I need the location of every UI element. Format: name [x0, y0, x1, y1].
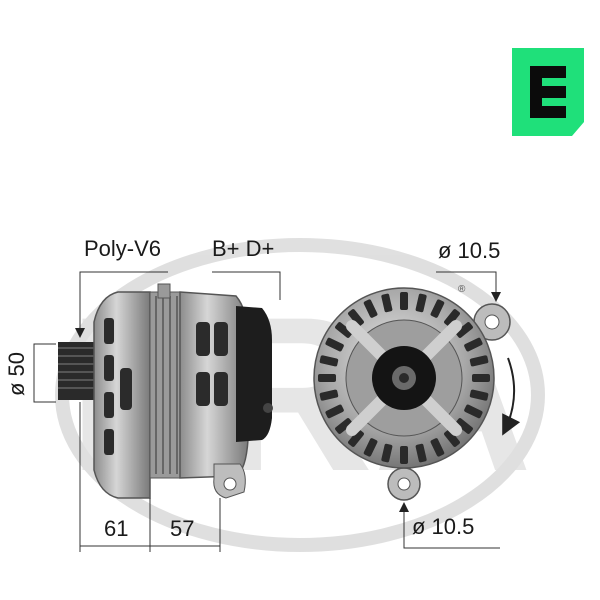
vent-slot	[400, 292, 408, 310]
alternator-side-view	[58, 283, 273, 499]
vent-slot	[325, 337, 344, 352]
svg-text:®: ®	[458, 284, 466, 295]
vent-slot	[469, 355, 489, 367]
era-logo-icon	[512, 48, 584, 136]
vent-slot	[455, 322, 473, 338]
pulley-diameter-label: ø 50	[4, 351, 29, 396]
vent-slot	[415, 293, 427, 313]
vent-slot	[381, 443, 393, 463]
dimension-57-label: 57	[170, 516, 195, 541]
vent-slot	[335, 322, 353, 338]
vent-slot	[318, 374, 336, 382]
vent-slot	[348, 429, 364, 447]
bottom-hole-diameter-label: ø 10.5	[412, 514, 475, 539]
vent-slot	[363, 299, 378, 318]
vent-slot	[472, 374, 490, 382]
terminals-label: B+ D+	[212, 236, 275, 261]
rotation-arrow-icon	[502, 357, 521, 436]
vent-slot	[464, 337, 483, 352]
top-hole-diameter-label: ø 10.5	[438, 238, 501, 263]
vent-slot	[455, 418, 473, 434]
vent-slot	[464, 404, 483, 419]
vent-slot	[469, 389, 489, 401]
vent-slot	[430, 299, 445, 318]
vent-slot	[363, 438, 378, 457]
vent-slot	[400, 446, 408, 464]
vent-slot	[444, 309, 460, 327]
alternator-front-view: ®	[313, 284, 511, 501]
pulley-label: Poly-V6	[84, 236, 162, 261]
dimension-61-label: 61	[104, 516, 129, 541]
vent-slot	[381, 293, 393, 313]
vent-slot	[415, 443, 427, 463]
vent-slot	[444, 429, 460, 447]
pulley	[58, 342, 94, 400]
vent-slot	[335, 418, 353, 434]
vent-slot	[430, 438, 445, 457]
vent-slot	[319, 389, 339, 401]
vent-slot	[348, 309, 364, 327]
vent-slot	[319, 355, 339, 367]
vent-slot	[325, 404, 344, 419]
dimension-lines	[33, 271, 501, 552]
